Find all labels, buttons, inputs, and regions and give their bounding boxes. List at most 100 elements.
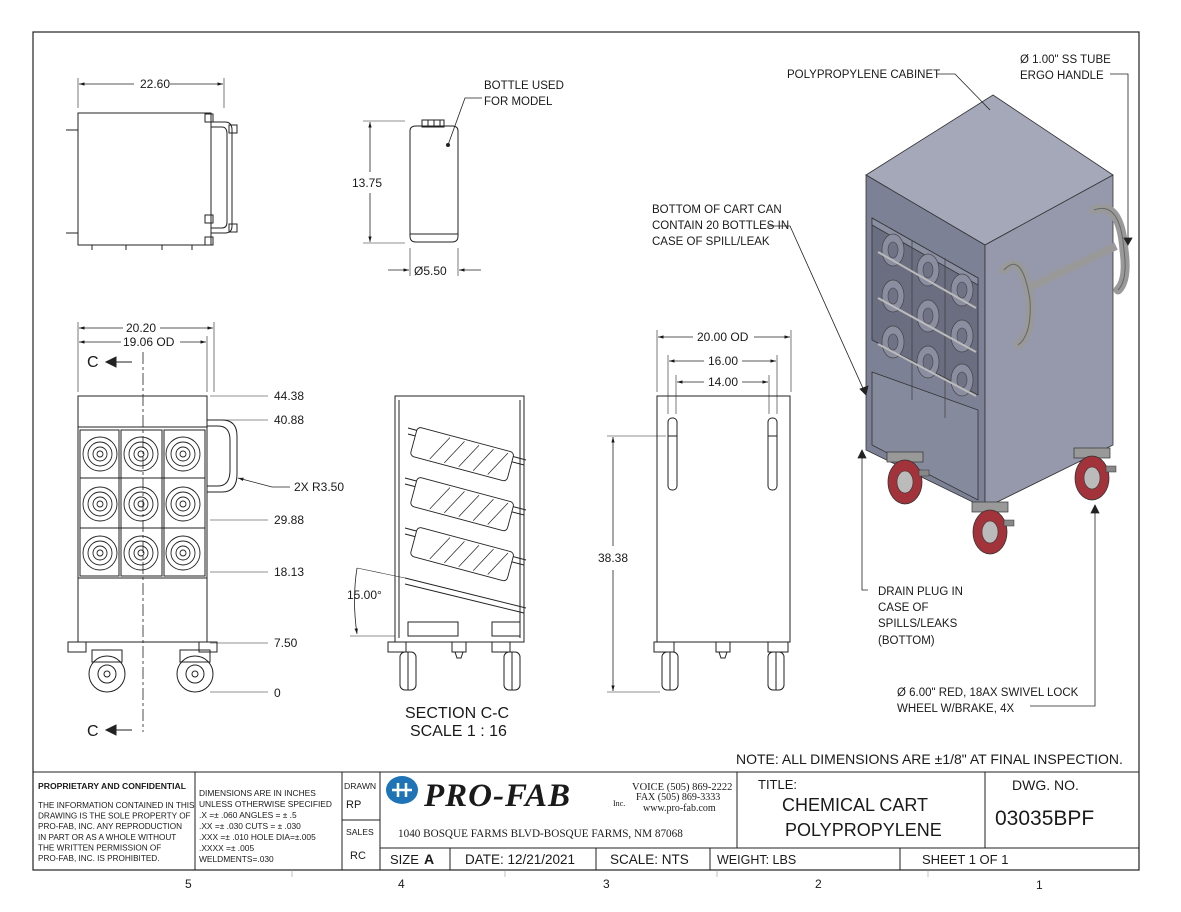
iso-bottle (950, 363, 974, 397)
section-bottle (410, 527, 514, 582)
iso-bottle (950, 319, 974, 353)
iso-bottle (881, 325, 905, 359)
bottle-end (165, 436, 201, 472)
title-line1: CHEMICAL CART (782, 795, 928, 815)
proprietary-title: PROPRIETARY AND CONFIDENTIAL (38, 781, 186, 791)
section-marker-top: C (87, 354, 99, 371)
website: www.pro-fab.com (643, 803, 716, 814)
bottle-end (165, 535, 201, 571)
inspection-note: NOTE: ALL DIMENSIONS ARE ±1/8" AT FINAL … (736, 751, 1123, 767)
section-scale: SCALE 1 : 16 (410, 723, 507, 740)
fax-number: FAX (505) 869-3333 (636, 792, 720, 803)
tolerance-line: .XXXX =± .005 (199, 843, 254, 853)
drawn-value: RP (346, 799, 361, 811)
iso-view (865, 94, 1130, 555)
dim-side-16: 16.00 (708, 354, 738, 368)
bottle-end (123, 486, 159, 522)
callout-wheel-2: WHEEL W/BRAKE, 4X (897, 703, 1014, 715)
dim-bottle-height: 13.75 (352, 176, 382, 190)
proprietary-line: THE WRITTEN PERMISSION OF (38, 843, 161, 852)
caster-wheel-icon (971, 501, 1015, 555)
elev-44: 44.38 (274, 389, 304, 403)
callout-drain-1: DRAIN PLUG IN (878, 586, 963, 598)
zone-2: 2 (815, 877, 822, 891)
elev-29: 29.88 (274, 513, 304, 527)
elev-7: 7.50 (274, 636, 298, 650)
bottle-end (82, 436, 118, 472)
sales-label: SALES (346, 827, 374, 837)
bottle-end (165, 486, 201, 522)
callout-drain-3: SPILLS/LEAKS (878, 618, 958, 630)
bottle-view (363, 97, 482, 276)
svg-text:Inc.: Inc. (613, 799, 625, 808)
tolerance-line: .X =± .060 ANGLES = ± .5 (199, 810, 297, 820)
dim-radius: 2X R3.50 (294, 480, 344, 494)
callout-bottom-1: BOTTOM OF CART CAN (652, 204, 782, 216)
tolerance-line: WELDMENTS=.030 (199, 854, 274, 864)
svg-text:PRO-FAB: PRO-FAB (423, 778, 571, 814)
bottle-callout-line2: FOR MODEL (484, 96, 553, 108)
section-angle: 15.00° (347, 588, 382, 602)
iso-bottle (916, 345, 940, 379)
dwg-label: DWG. NO. (1012, 777, 1079, 793)
iso-bottle (950, 273, 974, 307)
tolerance-line: DIMENSIONS ARE IN INCHES (199, 788, 316, 798)
dim-side-od: 20.00 OD (697, 330, 749, 344)
section-bottle (410, 477, 514, 532)
date: DATE: 12/21/2021 (465, 852, 575, 867)
scale: SCALE: NTS (610, 852, 689, 867)
section-title: SECTION C-C (405, 705, 509, 722)
callout-bottom-2: CONTAIN 20 BOTTLES IN (652, 220, 789, 232)
dim-top-width: 22.60 (140, 77, 170, 91)
caster-wheel-icon (886, 451, 930, 505)
proprietary-line: DRAWING IS THE SOLE PROPERTY OF (38, 812, 191, 821)
callout-handle-1: Ø 1.00" SS TUBE (1020, 54, 1111, 66)
proprietary-line: PRO-FAB, INC. IS PROHIBITED. (38, 854, 159, 863)
sales-value: RC (350, 850, 366, 862)
dim-front-od: 19.06 OD (123, 335, 175, 349)
tolerance-line: .XXX =± .010 HOLE DIA=±.005 (199, 832, 316, 842)
dim-side-height: 38.38 (598, 551, 628, 565)
elev-0: 0 (274, 686, 281, 700)
bottle-end (123, 436, 159, 472)
title-block (32, 771, 1140, 871)
proprietary-line: IN PART OR AS A WHOLE WITHOUT (38, 833, 176, 842)
bottle-end (82, 486, 118, 522)
sheet-count: SHEET 1 OF 1 (922, 852, 1008, 867)
iso-leaders (767, 73, 1133, 707)
zone-5: 5 (185, 877, 192, 891)
dim-side-14: 14.00 (708, 375, 738, 389)
callout-bottom-3: CASE OF SPILL/LEAK (652, 236, 770, 248)
zone-1: 1 (1036, 878, 1043, 892)
voice-number: VOICE (505) 869-2222 (632, 782, 732, 793)
top-view (66, 78, 238, 250)
front-view (67, 322, 290, 736)
size-value: A (424, 851, 434, 867)
zone-4: 4 (398, 877, 405, 891)
dim-bottle-diameter: Ø5.50 (414, 264, 447, 278)
size-label: SIZE (390, 852, 419, 867)
pro-fab-logo: PRO-FAB Inc. (386, 776, 625, 814)
caster-wheel-icon (1073, 447, 1117, 501)
zone-3: 3 (603, 877, 610, 891)
drawn-label: DRAWN (344, 781, 376, 791)
title-line2: POLYPROPYLENE (785, 820, 942, 840)
dwg-number: 03035BPF (995, 807, 1094, 830)
proprietary-line: PRO-FAB, INC. ANY REPRODUCTION (38, 822, 182, 831)
callout-drain-4: (BOTTOM) (878, 635, 935, 647)
tolerance-line: UNLESS OTHERWISE SPECIFIED (199, 799, 332, 809)
callout-cabinet: POLYPROPYLENE CABINET (787, 69, 940, 81)
section-view (350, 395, 527, 691)
bottle-end (82, 535, 118, 571)
bottle-callout-line1: BOTTLE USED (484, 80, 564, 92)
address: 1040 BOSQUE FARMS BLVD-BOSQUE FARMS, NM … (398, 828, 683, 840)
tolerance-line: .XX =± .030 CUTS = ± .030 (199, 821, 301, 831)
elev-40: 40.88 (274, 413, 304, 427)
callout-drain-2: CASE OF (878, 602, 928, 614)
proprietary-line: THE INFORMATION CONTAINED IN THIS (38, 801, 195, 810)
dim-front-overall: 20.20 (126, 321, 156, 335)
section-bottle (410, 427, 514, 482)
elev-18: 18.13 (274, 565, 304, 579)
bottle-end (123, 535, 159, 571)
